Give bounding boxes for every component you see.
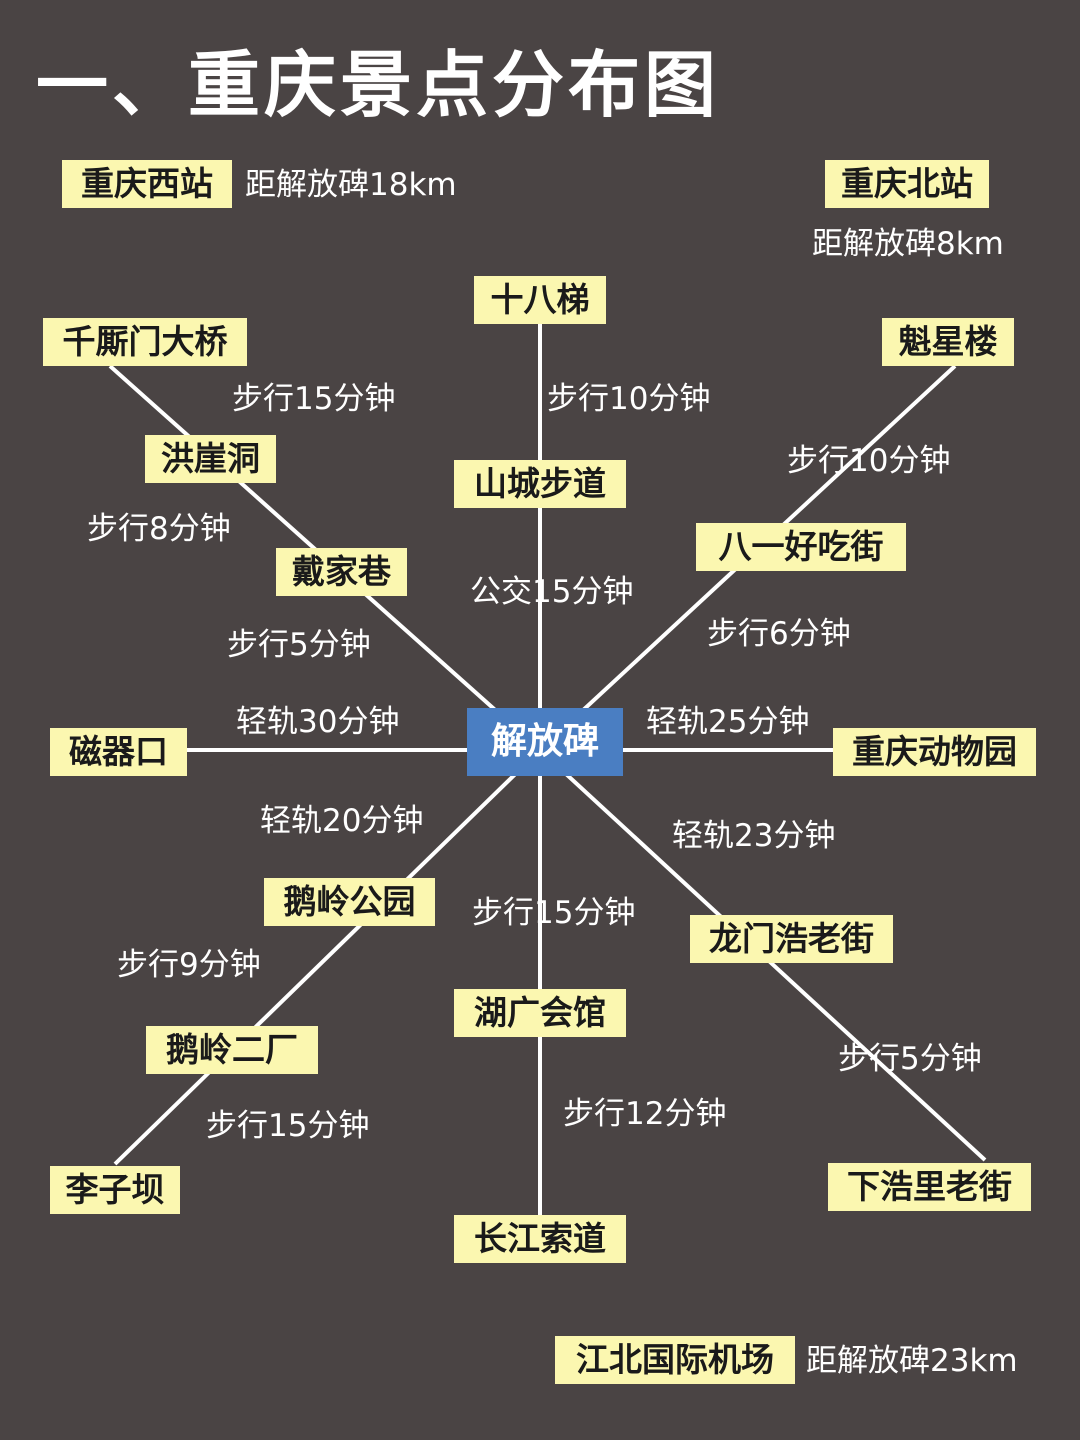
route-ciqikou-label: 轻轨30分钟 [236,704,400,740]
spot-qiansimen-bridge: 千厮门大桥 [43,318,247,366]
route-eling-factory-label: 步行9分钟 [117,947,261,983]
spot-huguang-guild-hall: 湖广会馆 [454,989,626,1037]
station-chongqing-west: 重庆西站 [62,160,232,208]
station-jiangbei-airport: 江北国际机场 [555,1336,795,1384]
hub-jiefangbei: 解放碑 [467,708,623,776]
route-eling-label: 轻轨20分钟 [260,803,424,839]
spot-shancheng-trail: 山城步道 [454,460,626,508]
spot-kuixinglou: 魁星楼 [882,318,1014,366]
spot-ciqikou: 磁器口 [50,728,187,776]
route-changjiang-label: 步行12分钟 [563,1096,727,1132]
spot-bayi-food-street: 八一好吃街 [696,523,906,571]
distance-north-label: 距解放碑8km [812,226,1004,262]
route-hongyadong-label: 步行8分钟 [87,511,231,547]
spot-yangtze-cableway: 长江索道 [454,1215,626,1263]
route-huguang-label: 步行15分钟 [472,895,636,931]
route-shancheng-label: 公交15分钟 [470,574,634,610]
spot-liziba: 李子坝 [50,1166,180,1214]
distance-airport-label: 距解放碑23km [806,1343,1018,1379]
route-xiahaoli-label: 步行5分钟 [838,1041,982,1077]
route-longmenhao-label: 轻轨23分钟 [672,818,836,854]
route-qiansimen-label: 步行15分钟 [232,381,396,417]
page-title: 一、重庆景点分布图 [36,43,721,127]
spot-xiahaoli-street: 下浩里老街 [828,1163,1031,1211]
distance-west-label: 距解放碑18km [245,167,457,203]
route-bayi-label: 步行6分钟 [707,616,851,652]
line-sw [113,748,542,1166]
route-daijiaxiang-label: 步行5分钟 [227,627,371,663]
spot-hongyadong: 洪崖洞 [145,435,276,483]
spot-chongqing-zoo: 重庆动物园 [833,728,1036,776]
route-kuixinglou-label: 步行10分钟 [787,443,951,479]
spot-longmenhao-street: 龙门浩老街 [690,915,893,963]
station-chongqing-north: 重庆北站 [825,160,989,208]
spot-eling-factory: 鹅岭二厂 [146,1026,318,1074]
spot-daijiaxiang: 戴家巷 [276,548,407,596]
route-lizi-label: 步行15分钟 [206,1108,370,1144]
route-zoo-label: 轻轨25分钟 [646,704,810,740]
spot-eling-park: 鹅岭公园 [264,878,435,926]
spot-shibati: 十八梯 [474,276,606,324]
route-shibati-label: 步行10分钟 [547,381,711,417]
